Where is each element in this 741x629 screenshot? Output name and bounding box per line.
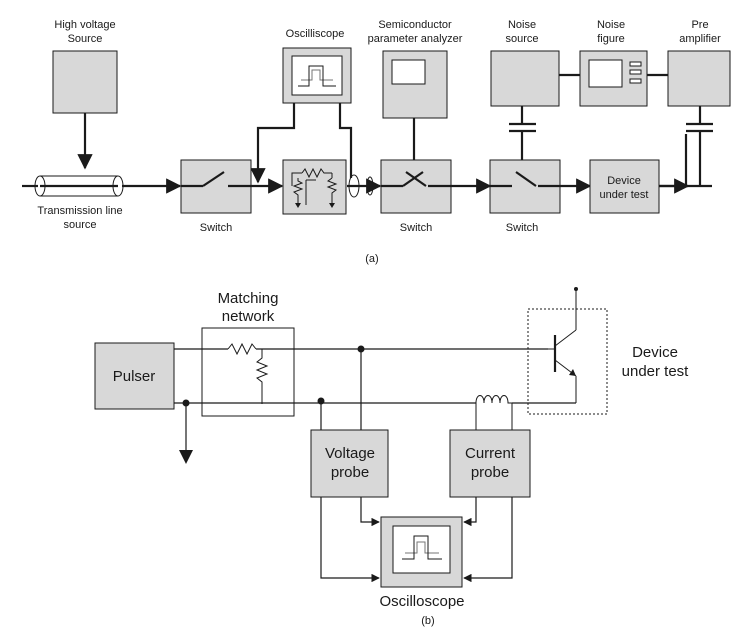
dut-a-label-1: Device <box>607 175 641 187</box>
semiconductor-label-1: Semiconductor <box>378 19 452 31</box>
part-b: Matching network Pulser <box>94 287 690 627</box>
matching-network-label-1: Matching <box>218 290 279 307</box>
dut-b-label-2: under test <box>622 363 690 380</box>
matching-network-b-box <box>201 327 295 417</box>
transistor-icon <box>548 287 578 403</box>
osc-probe-left-wire <box>250 103 296 184</box>
pulser-label: Pulser <box>113 368 156 385</box>
iprobe-to-osc-2 <box>463 497 513 583</box>
oscilloscope-a-screen <box>291 55 343 96</box>
current-probe-box <box>449 429 531 498</box>
switch-2-label: Switch <box>400 222 432 234</box>
oscilloscope-b-label: Oscilloscope <box>379 593 464 610</box>
pulse-waveform-icon <box>298 65 336 87</box>
high-voltage-source-box <box>52 50 118 114</box>
high-voltage-label-1: High voltage <box>54 19 115 31</box>
vprobe-to-osc-2 <box>320 497 380 583</box>
pre-amplifier-box <box>667 50 731 107</box>
current-probe-label-1: Current <box>465 445 516 462</box>
noise-source-label-2: source <box>505 33 538 45</box>
semiconductor-analyzer-screen <box>391 59 426 85</box>
caption-a: (a) <box>365 253 378 265</box>
matching-network-label-2: network <box>222 308 275 325</box>
switch-3-icon <box>490 171 560 188</box>
pre-amplifier-label-1: Pre <box>691 19 708 31</box>
ground-icon <box>179 450 193 464</box>
switch-1-label: Switch <box>200 222 232 234</box>
pulser-box <box>94 342 175 410</box>
noise-figure-screen <box>588 59 623 88</box>
current-probe-coil-icon <box>475 395 513 430</box>
oscilloscope-a-label: Oscilliscope <box>286 28 345 40</box>
noise-figure-label-1: Noise <box>597 19 625 31</box>
voltage-probe-label-2: probe <box>331 464 369 481</box>
noise-figure-label-2: figure <box>597 33 625 45</box>
switch-1-icon <box>181 171 251 188</box>
iprobe-to-osc-1 <box>463 497 477 527</box>
transmission-line-label-1: Transmission line <box>37 205 122 217</box>
high-voltage-label-2: Source <box>68 33 103 45</box>
voltage-probe-box <box>310 429 389 498</box>
dut-b-dashed-box <box>527 308 608 415</box>
pulse-waveform-b-icon <box>402 535 442 560</box>
pre-amplifier-capacitor <box>686 106 713 186</box>
voltage-probe-label-1: Voltage <box>325 445 375 462</box>
switch-2-icon <box>381 171 451 188</box>
dut-b-label-1: Device <box>632 344 678 361</box>
matching-network-a-box <box>282 159 347 215</box>
current-loop-icon <box>348 174 360 198</box>
transmission-line-label-2: source <box>63 219 96 231</box>
noise-figure-button-3 <box>629 78 642 84</box>
current-probe-label-2: probe <box>471 464 509 481</box>
noise-figure-button-1 <box>629 61 642 67</box>
transmission-line-icon <box>34 175 124 197</box>
vprobe-to-osc-1 <box>360 497 380 527</box>
matching-network-b-resistors <box>227 342 269 404</box>
pre-amplifier-label-2: amplifier <box>679 33 721 45</box>
semiconductor-label-2: parameter analyzer <box>368 33 463 45</box>
osc-probe-right-wire <box>338 103 353 178</box>
dut-a-box <box>589 159 660 214</box>
caption-b: (b) <box>421 615 434 627</box>
matching-network-a-icon <box>291 167 338 208</box>
oscilloscope-b-screen <box>392 525 451 574</box>
noise-source-box <box>490 50 560 107</box>
dut-a-label-2: under test <box>600 189 649 201</box>
part-a: High voltage Source Transmission line so… <box>22 19 731 265</box>
switch-3-label: Switch <box>506 222 538 234</box>
noise-figure-button-2 <box>629 69 642 75</box>
noise-source-label-1: Noise <box>508 19 536 31</box>
